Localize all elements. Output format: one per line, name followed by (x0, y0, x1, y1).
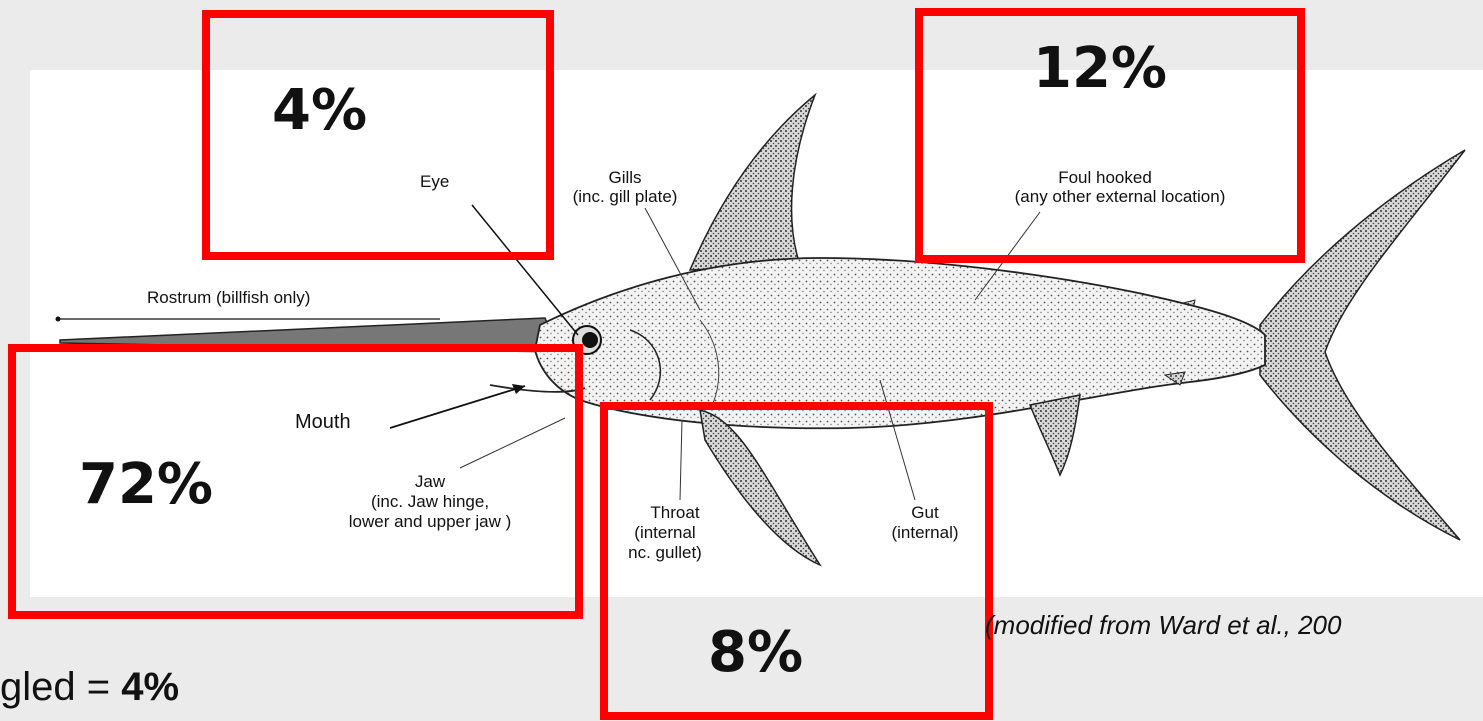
fish-pupil (582, 332, 598, 348)
anal-fin (1030, 395, 1080, 475)
gills-label-line1: Gills (590, 168, 660, 188)
citation: (modified from Ward et al., 200 (985, 610, 1341, 641)
eye-percentage: 4% (272, 78, 367, 143)
bottom-note-prefix: gled = (0, 665, 121, 709)
bottom-note-value: 4% (121, 665, 179, 709)
rostrum-label: Rostrum (billfish only) (147, 288, 310, 308)
throat-percentage: 8% (708, 620, 803, 685)
gills-label-line2: (inc. gill plate) (540, 187, 710, 207)
rostrum-indicator-dot (56, 317, 61, 322)
bottom-note: gled = 4% (0, 665, 179, 710)
dorsal-fin (690, 95, 815, 270)
eye-highlight-box (202, 10, 554, 260)
foul-hooked-percentage: 12% (1033, 36, 1167, 101)
mouth-jaw-percentage: 72% (79, 452, 213, 517)
